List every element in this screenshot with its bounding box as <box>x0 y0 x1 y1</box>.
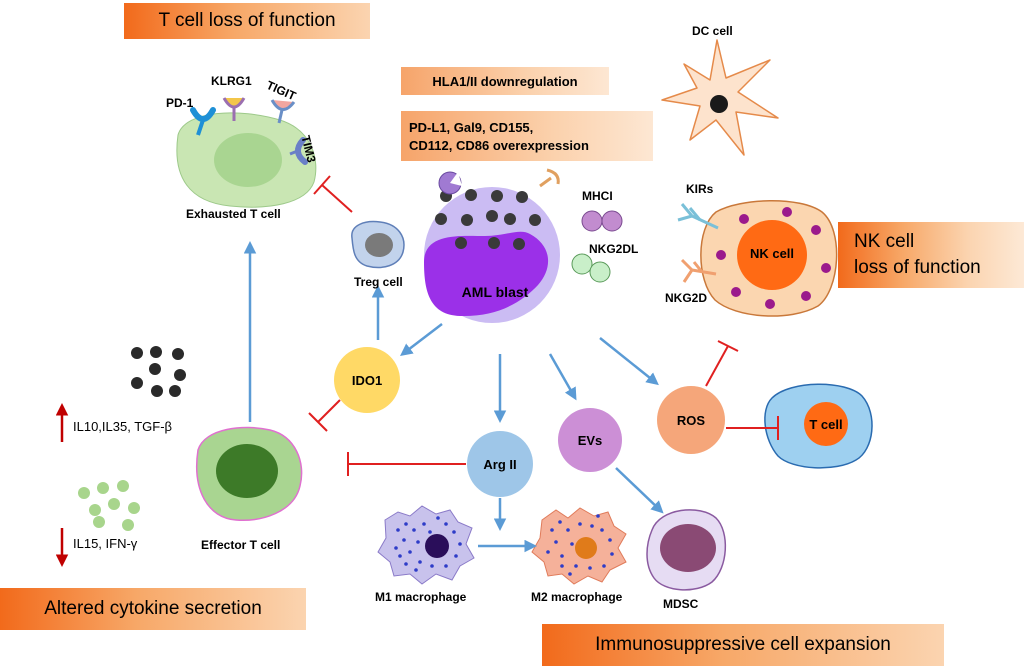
label-nk-cell: NK cell <box>749 246 795 261</box>
kir-receptor <box>677 203 719 230</box>
label-cytokines-up: IL10,IL35, TGF-β <box>73 419 173 434</box>
aml-granules <box>435 189 541 250</box>
header-nk-loss-line1: NK cell <box>854 231 915 252</box>
header-immunosuppressive: Immunosuppressive cell expansion <box>542 624 944 666</box>
header-t-cell-loss-text: T cell loss of function <box>158 10 336 31</box>
mdsc-cell <box>646 509 727 591</box>
t-cell <box>764 383 873 469</box>
label-kirs: KIRs <box>686 182 714 196</box>
label-arg2: Arg II <box>483 457 517 472</box>
aml-blast-cell <box>424 187 560 323</box>
cytokine-dots-green <box>78 480 140 531</box>
header-altered-cytokine-text: Altered cytokine secretion <box>44 598 262 619</box>
nk-cell <box>700 200 838 317</box>
ros-circle <box>657 386 725 454</box>
header-t-cell-loss: T cell loss of function <box>124 3 370 39</box>
label-treg-cell: Treg cell <box>354 275 403 289</box>
inhibition-lines <box>308 340 779 476</box>
tigit-receptor <box>270 99 296 124</box>
m1-macrophage <box>377 505 475 585</box>
effector-t-cell <box>196 426 303 521</box>
arrow-aml-to-ros <box>599 337 659 386</box>
label-nkg2dl: NKG2DL <box>589 242 639 256</box>
box-hla-text: HLA1/II downregulation <box>432 73 578 89</box>
header-nk-loss: NK cell loss of function <box>838 222 1024 288</box>
box-hla-downregulation: HLA1/II downregulation <box>401 67 609 95</box>
nkg2dl-molecule <box>571 253 611 283</box>
label-klrg1: KLRG1 <box>211 74 252 88</box>
label-cytokines-down: IL15, IFN-γ <box>73 536 138 551</box>
label-ros: ROS <box>676 413 706 428</box>
arg2-circle <box>467 431 533 497</box>
nkg2d-receptor <box>680 258 717 283</box>
evs-circle <box>558 408 622 472</box>
label-evs: EVs <box>577 433 603 448</box>
treg-cell <box>351 220 405 269</box>
label-dc-cell: DC cell <box>692 24 733 38</box>
arrow-aml-to-evs <box>548 353 577 401</box>
m2-macrophage <box>531 507 627 585</box>
pdl1-ligand <box>438 171 462 195</box>
arrow-aml-to-ido1 <box>400 323 443 357</box>
label-m2-macrophage: M2 macrophage <box>531 590 623 604</box>
label-m1-macrophage: M1 macrophage <box>375 590 467 604</box>
box-pdl1-line2: CD112, CD86 overexpression <box>409 137 589 153</box>
ido1-circle <box>334 347 400 413</box>
header-immunosuppressive-text: Immunosuppressive cell expansion <box>595 634 891 655</box>
surface-receptor <box>539 168 560 188</box>
nk-granules <box>716 207 831 309</box>
label-aml-blast: AML blast <box>461 284 529 300</box>
header-nk-loss-line2: loss of function <box>854 257 981 278</box>
label-ido1: IDO1 <box>351 373 383 388</box>
label-mdsc: MDSC <box>663 597 699 611</box>
treg-inhibits-exhausted <box>313 175 353 213</box>
arrow-evs-to-mdsc <box>615 467 664 514</box>
exhausted-t-cell <box>176 112 317 208</box>
activation-arrows <box>243 241 664 553</box>
label-pd1: PD-1 <box>166 96 194 110</box>
header-altered-cytokine: Altered cytokine secretion <box>0 588 306 630</box>
pd1-receptor <box>190 107 216 136</box>
box-pdl1-overexpression: PD-L1, Gal9, CD155, CD112, CD86 overexpr… <box>401 111 653 161</box>
label-t-cell: T cell <box>809 417 843 432</box>
label-effector-t-cell: Effector T cell <box>201 538 281 552</box>
cytokine-dots-dark <box>131 346 186 397</box>
inhibit-ros-nk <box>705 345 729 387</box>
klrg1-receptor <box>222 97 246 121</box>
label-exhausted-t-cell: Exhausted T cell <box>186 207 281 221</box>
tim3-receptor <box>289 137 308 165</box>
mhci-molecule <box>581 210 623 232</box>
dc-cell <box>661 39 779 156</box>
label-nkg2d: NKG2D <box>665 291 708 305</box>
inhibit-ido1-effector <box>317 399 341 423</box>
box-pdl1-line1: PD-L1, Gal9, CD155, <box>409 119 534 135</box>
label-mhci: MHCI <box>582 189 613 203</box>
